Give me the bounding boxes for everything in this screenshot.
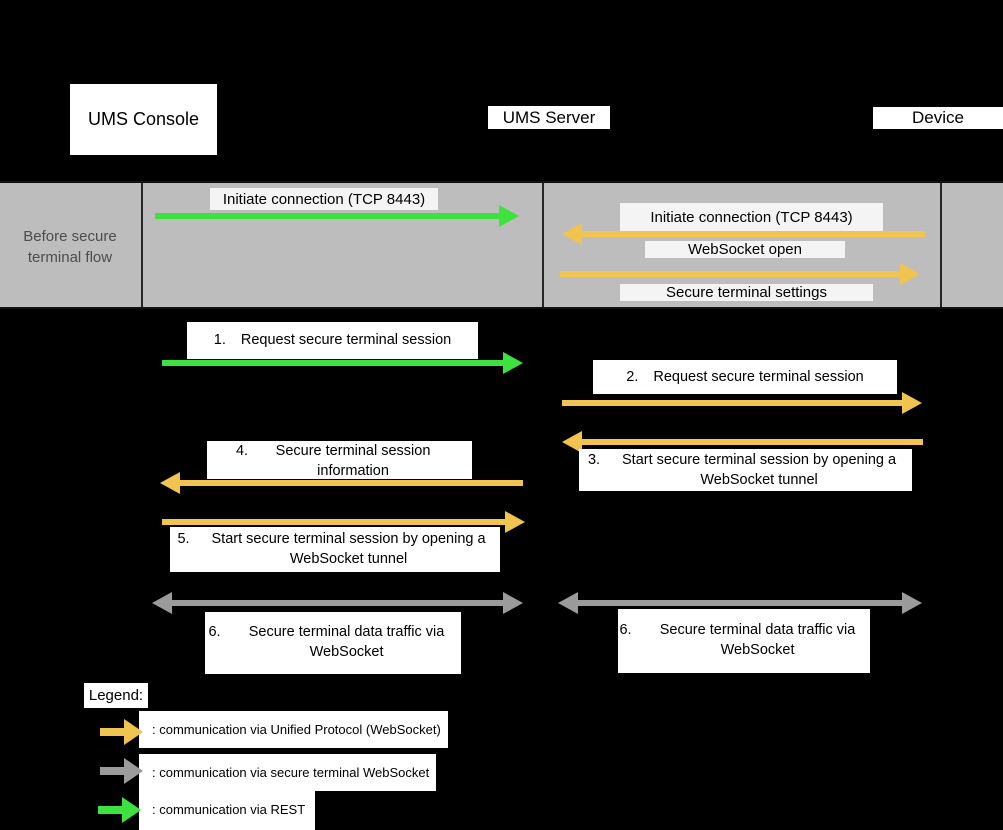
actor-device: Device xyxy=(873,107,1003,129)
step-2-box: 2. Request secure terminal session xyxy=(593,360,897,394)
actor-label: Device xyxy=(912,108,964,127)
yellow-arrow xyxy=(162,510,525,534)
green-arrow xyxy=(162,351,523,375)
gray-arrow-legend-icon xyxy=(100,758,143,784)
band-message-label: Secure terminal settings xyxy=(620,284,873,301)
step-label: Secure terminal data traffic via WebSock… xyxy=(248,624,445,660)
step-label: Request secure terminal session xyxy=(653,369,864,385)
step-number: 4. xyxy=(235,443,249,459)
green-arrow xyxy=(155,204,519,228)
step-number: 2. xyxy=(626,369,639,385)
actor-label: UMS Console xyxy=(87,109,200,129)
yellow-arrow xyxy=(562,430,923,454)
yellow-arrow xyxy=(160,471,523,495)
gray-double-arrow xyxy=(558,591,922,615)
step-number: 6. xyxy=(208,624,221,640)
legend-item-label: : communication via Unified Protocol (We… xyxy=(152,722,441,737)
yellow-arrow xyxy=(560,262,920,286)
step-number: 6. xyxy=(619,622,632,638)
band-row-label: Before secure terminal flow xyxy=(23,228,117,266)
step-label: Start secure terminal session by opening… xyxy=(211,531,486,567)
yellow-arrow xyxy=(562,391,922,415)
step-label: Secure terminal data traffic via WebSock… xyxy=(659,622,856,658)
lifeline-ums-server xyxy=(542,183,544,307)
lifeline-ums-console xyxy=(141,183,143,307)
step-number: 5. xyxy=(177,531,190,547)
step-1-box: 1. Request secure terminal session xyxy=(187,322,478,359)
actor-label: UMS Server xyxy=(502,107,596,127)
step-4-box: 4. Secure terminal session information xyxy=(207,441,472,479)
step-label: Request secure terminal session xyxy=(240,332,452,348)
step-6-left-box: 6. Secure terminal data traffic via WebS… xyxy=(205,612,461,674)
gray-double-arrow xyxy=(152,591,523,615)
legend-item: : communication via REST xyxy=(139,789,315,830)
before-flow-band: Before secure terminal flow Initiate con… xyxy=(0,181,1003,309)
legend-item-label: : communication via secure terminal WebS… xyxy=(152,765,430,780)
band-message-label: Initiate connection (TCP 8443) xyxy=(620,203,883,231)
step-number: 3. xyxy=(587,452,601,468)
legend-item-label: : communication via REST xyxy=(152,802,306,817)
step-number: 1. xyxy=(213,332,226,348)
legend-title: Legend: xyxy=(84,683,148,708)
band-message-label: WebSocket open xyxy=(645,241,845,258)
step-label: Secure terminal session information xyxy=(275,443,431,479)
step-5-box: 5. Start secure terminal session by open… xyxy=(170,527,500,572)
actor-ums-console: UMS Console xyxy=(70,84,217,155)
lifeline-device xyxy=(940,183,942,307)
step-label: Start secure terminal session by opening… xyxy=(622,452,897,488)
step-6-right-box: 6. Secure terminal data traffic via WebS… xyxy=(618,609,870,673)
yellow-arrow-legend-icon xyxy=(100,719,143,745)
step-3-box: 3. Start secure terminal session by open… xyxy=(579,449,912,491)
actor-ums-server: UMS Server xyxy=(488,106,610,129)
legend-item: : communication via Unified Protocol (We… xyxy=(139,711,448,748)
band-message-label: Initiate connection (TCP 8443) xyxy=(210,188,438,210)
green-arrow-legend-icon xyxy=(98,797,141,823)
legend-item: : communication via secure terminal WebS… xyxy=(139,754,436,791)
yellow-arrow xyxy=(562,222,925,246)
